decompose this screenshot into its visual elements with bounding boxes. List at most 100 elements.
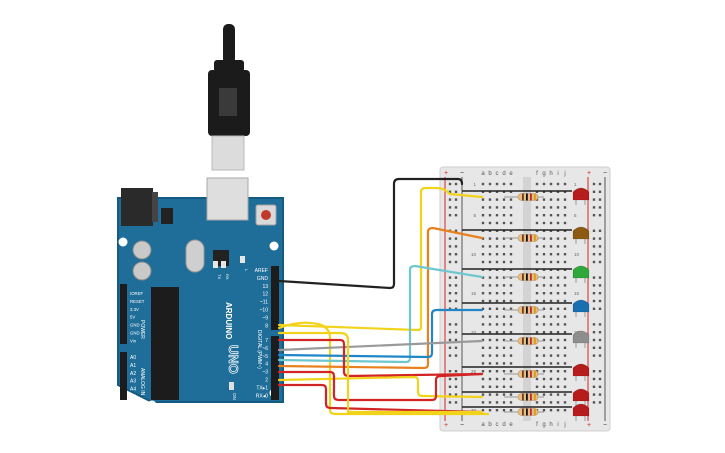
hole [556, 307, 560, 310]
hole [502, 338, 506, 342]
mount-hole [269, 241, 279, 251]
rail-hole [592, 214, 596, 217]
hole [549, 284, 553, 287]
hole [481, 245, 485, 248]
row-number: 20 [471, 330, 477, 335]
hole [535, 182, 539, 186]
hole [563, 409, 567, 412]
rail-hole [592, 198, 596, 201]
hole [481, 214, 485, 217]
rail-hole [448, 323, 452, 326]
hole [481, 385, 485, 388]
hole [502, 268, 506, 271]
hole [495, 221, 499, 225]
rail-hole [448, 354, 452, 357]
rail-hole [592, 393, 596, 396]
rail-hole [598, 307, 602, 310]
hole [556, 284, 560, 287]
hole [509, 346, 513, 349]
rail-hole [448, 237, 452, 240]
led [572, 299, 590, 317]
hole [502, 354, 506, 357]
hole [488, 346, 492, 349]
column-label: c [496, 422, 499, 428]
header-pin-label: TX▸1 [256, 385, 268, 391]
hole [481, 253, 485, 256]
rail-hole [598, 245, 602, 248]
wire [277, 177, 464, 290]
hole [542, 315, 546, 318]
hole [563, 323, 567, 326]
column-label: g [542, 171, 545, 177]
analog-pin-label: A2 [130, 371, 136, 377]
led [572, 265, 590, 283]
hole [481, 401, 485, 404]
mount-hole [147, 400, 157, 410]
hole [488, 323, 492, 326]
hole [481, 198, 485, 201]
hole [556, 237, 560, 240]
header-pin-label: ~6 [262, 346, 268, 352]
wire [277, 308, 484, 359]
hole [509, 393, 513, 396]
hole [549, 229, 553, 232]
hole [502, 245, 506, 248]
hole [556, 299, 560, 303]
rail-hole [448, 260, 452, 264]
rail-label: + [587, 170, 591, 177]
column-label: b [488, 422, 492, 428]
resistor [517, 273, 539, 281]
column-label: e [509, 422, 513, 428]
rail-hole [598, 377, 602, 381]
header-pin-label: 4 [265, 362, 268, 368]
hole [509, 260, 513, 264]
hole [549, 370, 553, 373]
column-label: f [536, 171, 538, 177]
hole [495, 253, 499, 256]
analog-pin-label: A0 [130, 355, 136, 361]
hole [502, 253, 506, 256]
hole [481, 276, 485, 279]
hole [502, 206, 506, 209]
rail-hole [454, 338, 458, 342]
hole [549, 237, 553, 240]
power-label: POWER [139, 320, 145, 339]
hole [495, 229, 499, 232]
hole [549, 245, 553, 248]
rail-hole [448, 182, 452, 186]
hole [542, 299, 546, 303]
rail-hole [448, 299, 452, 303]
hole [549, 260, 553, 264]
hole [481, 377, 485, 381]
hole [488, 354, 492, 357]
hole [488, 221, 492, 225]
led [572, 226, 590, 244]
header-digital-high [271, 266, 279, 330]
hole [535, 190, 539, 193]
hole [509, 221, 513, 225]
hole [495, 260, 499, 264]
hole [502, 370, 506, 373]
rail-hole [454, 385, 458, 388]
hole [542, 182, 546, 186]
hole [481, 323, 485, 326]
hole [542, 284, 546, 287]
hole [542, 237, 546, 240]
hole [542, 245, 546, 248]
hole [556, 354, 560, 357]
rail-hole [598, 214, 602, 217]
hole [563, 214, 567, 217]
hole [563, 292, 567, 295]
hole [535, 354, 539, 357]
hole [556, 221, 560, 225]
hole [549, 409, 553, 412]
power-pin-label: GND [130, 331, 140, 336]
hole [488, 299, 492, 303]
rail-hole [592, 292, 596, 295]
hole [542, 409, 546, 412]
hole [563, 401, 567, 404]
hole [563, 245, 567, 248]
